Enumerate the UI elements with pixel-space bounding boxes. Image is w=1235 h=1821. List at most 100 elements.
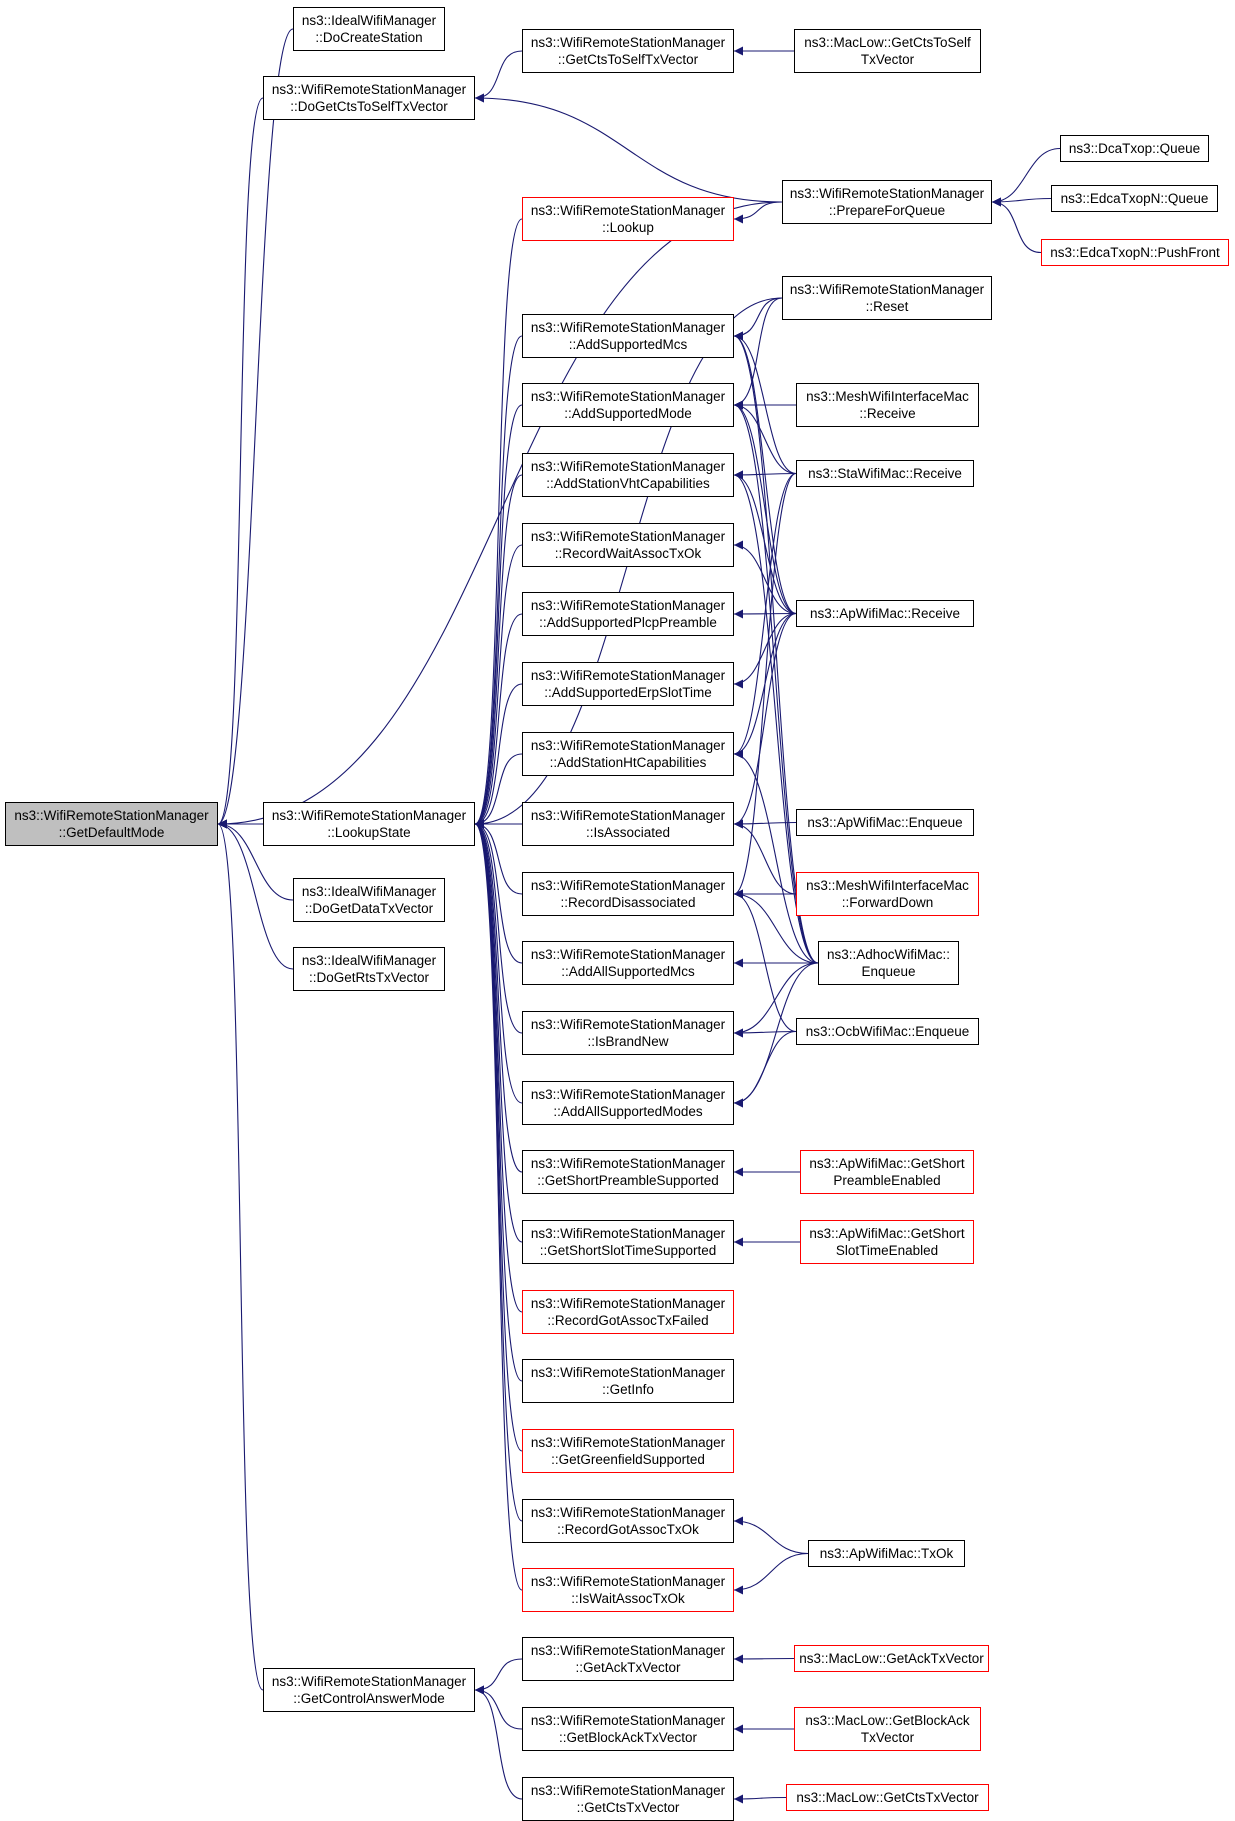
node-addsupportedplcppreamble[interactable]: ns3::WifiRemoteStationManager::AddSuppor… bbox=[522, 592, 734, 636]
node-meshwifiinterfacemac-receive[interactable]: ns3::MeshWifiInterfaceMac::Receive bbox=[796, 383, 979, 427]
node-label-line: ns3::IdealWifiManager bbox=[301, 13, 437, 28]
node-ideal-docreatestation[interactable]: ns3::IdealWifiManager::DoCreateStation bbox=[293, 7, 445, 51]
node-label-line: ns3::WifiRemoteStationManager bbox=[530, 1713, 726, 1728]
node-getgreenfieldsupported[interactable]: ns3::WifiRemoteStationManager::GetGreenf… bbox=[522, 1429, 734, 1473]
node-addallsupportedmcs[interactable]: ns3::WifiRemoteStationManager::AddAllSup… bbox=[522, 941, 734, 985]
node-getdefaultmode[interactable]: ns3::WifiRemoteStationManager::GetDefaul… bbox=[5, 802, 218, 846]
node-apwifimac-receive[interactable]: ns3::ApWifiMac::Receive bbox=[796, 600, 974, 627]
edge-adhocwifimac-enqueue-to-addsupportedmode bbox=[733, 400, 819, 964]
node-label-line: ns3::AdhocWifiMac:: bbox=[826, 947, 951, 962]
node-label-line: ::GetShortSlotTimeSupported bbox=[539, 1243, 717, 1258]
node-label-line: ::GetBlockAckTxVector bbox=[558, 1730, 698, 1745]
node-addsupportederpslottime[interactable]: ns3::WifiRemoteStationManager::AddSuppor… bbox=[522, 662, 734, 706]
node-dogetctstoselftxvector[interactable]: ns3::WifiRemoteStationManager::DoGetCtsT… bbox=[263, 76, 475, 120]
node-label-line: ns3::WifiRemoteStationManager bbox=[271, 808, 467, 823]
node-label-line: ::AddAllSupportedModes bbox=[553, 1104, 703, 1119]
node-label-line: ::GetCtsToSelfTxVector bbox=[557, 52, 699, 67]
node-label-line: ::DoCreateStation bbox=[315, 30, 423, 45]
node-dcatxop-queue[interactable]: ns3::DcaTxop::Queue bbox=[1060, 135, 1209, 162]
edge-apwifimac-receive-to-addsupportederpslottime bbox=[733, 612, 797, 689]
node-label-line: ns3::StaWifiMac::Receive bbox=[808, 466, 962, 481]
edge-adhocwifimac-enqueue-to-addsupportedmcs bbox=[733, 331, 819, 964]
node-getinfo[interactable]: ns3::WifiRemoteStationManager::GetInfo bbox=[522, 1359, 734, 1403]
node-addsupportedmode[interactable]: ns3::WifiRemoteStationManager::AddSuppor… bbox=[522, 383, 734, 427]
node-ideal-dogetdatatxvector[interactable]: ns3::IdealWifiManager::DoGetDataTxVector bbox=[293, 878, 445, 922]
node-ocbwifimac-enqueue[interactable]: ns3::OcbWifiMac::Enqueue bbox=[796, 1018, 979, 1045]
edge-getshortpreamblesupported-to-lookupstate bbox=[474, 819, 523, 1173]
node-label-line: ns3::WifiRemoteStationManager bbox=[530, 598, 726, 613]
node-getctstxvector[interactable]: ns3::WifiRemoteStationManager::GetCtsTxV… bbox=[522, 1777, 734, 1821]
node-getshortpreamblesupported[interactable]: ns3::WifiRemoteStationManager::GetShortP… bbox=[522, 1150, 734, 1194]
node-label-line: Enqueue bbox=[861, 964, 916, 979]
node-label-line: ::RecordDisassociated bbox=[560, 895, 696, 910]
node-maclow-getacktxvector[interactable]: ns3::MacLow::GetAckTxVector bbox=[794, 1645, 989, 1672]
node-stawifimac-receive[interactable]: ns3::StaWifiMac::Receive bbox=[796, 460, 974, 487]
edge-ideal-dogetdatatxvector-to-getdefaultmode bbox=[217, 819, 294, 901]
node-getacktxvector[interactable]: ns3::WifiRemoteStationManager::GetAckTxV… bbox=[522, 1637, 734, 1681]
node-isbrandnew[interactable]: ns3::WifiRemoteStationManager::IsBrandNe… bbox=[522, 1011, 734, 1055]
node-edcatxopn-queue[interactable]: ns3::EdcaTxopN::Queue bbox=[1051, 185, 1218, 212]
node-label-line: ns3::WifiRemoteStationManager bbox=[530, 947, 726, 962]
edge-apwifimac-txok-to-recordgotassoctxok bbox=[733, 1516, 809, 1555]
node-label-line: ns3::MacLow::GetCtsTxVector bbox=[796, 1790, 979, 1805]
edge-apwifimac-receive-to-addstationvhtcapabilities bbox=[733, 470, 797, 615]
node-lookupstate[interactable]: ns3::WifiRemoteStationManager::LookupSta… bbox=[263, 802, 475, 846]
node-iswaitassoctxok[interactable]: ns3::WifiRemoteStationManager::IsWaitAss… bbox=[522, 1568, 734, 1612]
node-label-line: ns3::WifiRemoteStationManager bbox=[530, 1226, 726, 1241]
node-recordgotassoctxok[interactable]: ns3::WifiRemoteStationManager::RecordGot… bbox=[522, 1499, 734, 1543]
node-prepareforqueue[interactable]: ns3::WifiRemoteStationManager::PrepareFo… bbox=[782, 180, 992, 224]
node-label-line: ns3::IdealWifiManager bbox=[301, 953, 437, 968]
edge-maclow-getacktxvector-to-getacktxvector bbox=[733, 1654, 795, 1664]
edge-adhocwifimac-enqueue-to-recorddisassociated bbox=[733, 889, 819, 964]
edge-meshwifiinterfacemac-forwarddown-to-isassociated bbox=[733, 819, 797, 895]
node-getctstoselftxvector[interactable]: ns3::WifiRemoteStationManager::GetCtsToS… bbox=[522, 29, 734, 73]
node-recorddisassociated[interactable]: ns3::WifiRemoteStationManager::RecordDis… bbox=[522, 872, 734, 916]
node-apwifimac-enqueue[interactable]: ns3::ApWifiMac::Enqueue bbox=[796, 809, 974, 836]
node-label-line: ns3::EdcaTxopN::Queue bbox=[1060, 191, 1209, 206]
edge-getcontrolanswermode-to-getdefaultmode bbox=[217, 819, 264, 1691]
node-label-line: ns3::WifiRemoteStationManager bbox=[530, 320, 726, 335]
node-label-line: ns3::WifiRemoteStationManager bbox=[530, 459, 726, 474]
node-addallsupportedmodes[interactable]: ns3::WifiRemoteStationManager::AddAllSup… bbox=[522, 1081, 734, 1125]
node-reset[interactable]: ns3::WifiRemoteStationManager::Reset bbox=[782, 276, 992, 320]
edge-addsupportedmcs-to-lookupstate bbox=[474, 335, 523, 829]
edge-apwifimac-receive-to-recordwaitassoctxok bbox=[733, 540, 797, 615]
node-recordgotassoctxfailed[interactable]: ns3::WifiRemoteStationManager::RecordGot… bbox=[522, 1290, 734, 1334]
node-meshwifiinterfacemac-forwarddown[interactable]: ns3::MeshWifiInterfaceMac::ForwardDown bbox=[796, 872, 979, 916]
edge-adhocwifimac-enqueue-to-isbrandnew bbox=[733, 962, 819, 1038]
node-lookup[interactable]: ns3::WifiRemoteStationManager::Lookup bbox=[522, 197, 734, 241]
node-label-line: ns3::MeshWifiInterfaceMac bbox=[806, 389, 969, 404]
node-label-line: ns3::WifiRemoteStationManager bbox=[530, 1643, 726, 1658]
node-addstationhtcapabilities[interactable]: ns3::WifiRemoteStationManager::AddStatio… bbox=[522, 732, 734, 776]
node-getblockacktxvector[interactable]: ns3::WifiRemoteStationManager::GetBlockA… bbox=[522, 1707, 734, 1751]
edge-apwifimac-enqueue-to-isassociated bbox=[733, 819, 797, 829]
node-label-line: ::Receive bbox=[859, 406, 916, 421]
node-edcatxopn-pushfront[interactable]: ns3::EdcaTxopN::PushFront bbox=[1041, 239, 1229, 266]
node-adhocwifimac-enqueue[interactable]: ns3::AdhocWifiMac::Enqueue bbox=[818, 941, 959, 985]
node-getcontrolanswermode[interactable]: ns3::WifiRemoteStationManager::GetContro… bbox=[263, 1668, 475, 1712]
node-maclow-getctstxvector[interactable]: ns3::MacLow::GetCtsTxVector bbox=[786, 1784, 989, 1811]
node-label-line: ns3::OcbWifiMac::Enqueue bbox=[805, 1024, 970, 1039]
node-addstationvhtcapabilities[interactable]: ns3::WifiRemoteStationManager::AddStatio… bbox=[522, 453, 734, 497]
node-ideal-dogetrtstxvector[interactable]: ns3::IdealWifiManager::DoGetRtsTxVector bbox=[293, 947, 445, 991]
node-getshortslottimesupported[interactable]: ns3::WifiRemoteStationManager::GetShortS… bbox=[522, 1220, 734, 1264]
edge-stawifimac-receive-to-addstationvhtcapabilities bbox=[733, 470, 797, 480]
node-label-line: ns3::WifiRemoteStationManager bbox=[14, 808, 209, 823]
node-label-line: ns3::WifiRemoteStationManager bbox=[530, 668, 726, 683]
node-label-line: ns3::WifiRemoteStationManager bbox=[530, 1365, 726, 1380]
node-isassociated[interactable]: ns3::WifiRemoteStationManager::IsAssocia… bbox=[522, 802, 734, 846]
node-label-line: ns3::ApWifiMac::GetShort bbox=[809, 1156, 965, 1171]
node-recordwaitassoctxok[interactable]: ns3::WifiRemoteStationManager::RecordWai… bbox=[522, 523, 734, 567]
node-label-line: ns3::WifiRemoteStationManager bbox=[530, 808, 726, 823]
node-label-line: ::DoGetCtsToSelfTxVector bbox=[290, 99, 448, 114]
node-label-line: ::PrepareForQueue bbox=[828, 203, 946, 218]
edge-ocbwifimac-enqueue-to-isbrandnew bbox=[733, 1028, 797, 1038]
node-apwifimac-txok[interactable]: ns3::ApWifiMac::TxOk bbox=[808, 1540, 965, 1567]
node-addsupportedmcs[interactable]: ns3::WifiRemoteStationManager::AddSuppor… bbox=[522, 314, 734, 358]
node-label-line: ::RecordGotAssocTxFailed bbox=[547, 1313, 709, 1328]
node-label-line: ns3::ApWifiMac::Receive bbox=[809, 606, 961, 621]
